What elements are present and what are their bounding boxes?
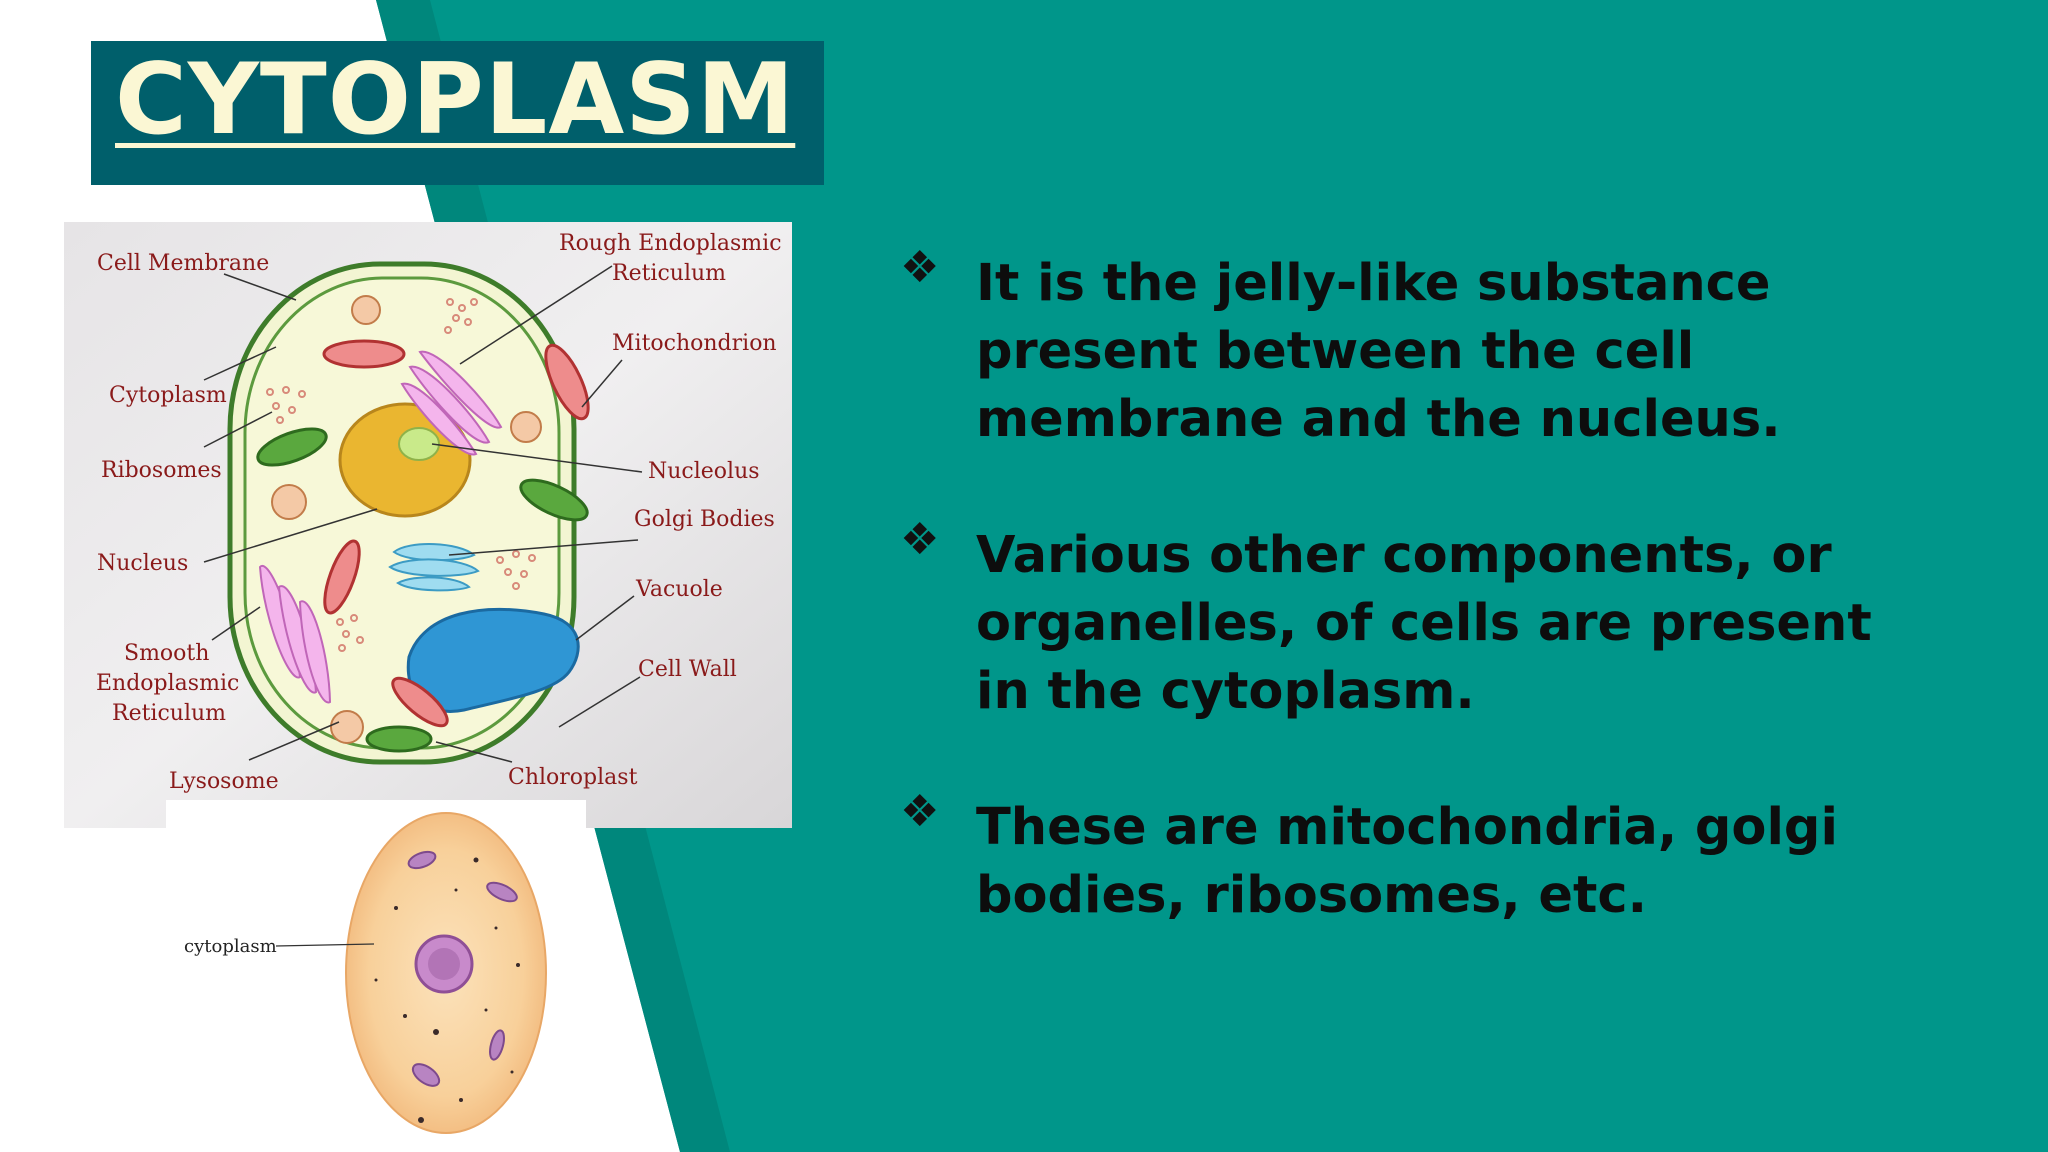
label-animal-cytoplasm: cytoplasm [184, 936, 277, 957]
diamond-bullet-icon: ❖ [900, 514, 940, 565]
teal-background [376, 0, 2048, 1152]
animal-organelles [407, 850, 518, 1087]
page-title: CYTOPLASM [115, 43, 796, 157]
label-vacuole: Vacuole [635, 577, 723, 602]
bullet-item: ❖ It is the jelly-like substance present… [900, 242, 2000, 454]
nucleolus [398, 427, 440, 461]
label-golgi-bodies: Golgi Bodies [634, 507, 775, 532]
animal-cell-diagram: cytoplasm [166, 800, 586, 1152]
bullet-list: ❖ It is the jelly-like substance present… [900, 242, 2000, 998]
bullet-item: ❖ These are mitochondria, golgi bodies, … [900, 786, 2000, 930]
label-lysosome: Lysosome [169, 769, 279, 794]
label-mitochondrion: Mitochondrion [612, 331, 777, 356]
smooth-er [258, 564, 332, 704]
bullet-item: ❖ Various other components, or organelle… [900, 514, 2000, 726]
title-box: CYTOPLASM [91, 41, 824, 185]
label-cytoplasm: Cytoplasm [109, 383, 227, 408]
lysosomes [271, 295, 542, 744]
chloroplasts [256, 427, 589, 753]
label-nucleus: Nucleus [97, 551, 188, 576]
label-chloroplast: Chloroplast [508, 765, 638, 790]
bullet-text: These are mitochondria, golgi bodies, ri… [976, 798, 1838, 925]
leader-lines [203, 265, 643, 763]
rough-er [400, 350, 503, 456]
golgi-bodies [388, 543, 480, 592]
label-ribosomes: Ribosomes [101, 458, 222, 483]
diamond-bullet-icon: ❖ [900, 786, 940, 837]
bullet-text: It is the jelly-like substance present b… [976, 254, 1781, 449]
diamond-bullet-icon: ❖ [900, 242, 940, 293]
plant-cell-diagram: Cell Membrane Cytoplasm Ribosomes Nucleu… [64, 222, 792, 828]
label-cell-wall: Cell Wall [638, 657, 737, 682]
label-rough-er-1: Rough Endoplasmic [559, 231, 782, 256]
label-smooth-er-1: Smooth [124, 641, 209, 666]
bullet-text: Various other components, or organelles,… [976, 526, 1872, 721]
label-rough-er-2: Reticulum [612, 261, 726, 286]
label-nucleolus: Nucleolus [648, 459, 760, 484]
label-smooth-er-3: Reticulum [112, 701, 226, 726]
label-smooth-er-2: Endoplasmic [96, 671, 239, 696]
animal-leader-line [275, 943, 375, 947]
animal-granules [374, 857, 520, 1123]
nucleus [338, 402, 472, 518]
label-cell-membrane: Cell Membrane [97, 251, 269, 276]
ribosomes [266, 298, 536, 652]
mitochondria [322, 339, 590, 728]
